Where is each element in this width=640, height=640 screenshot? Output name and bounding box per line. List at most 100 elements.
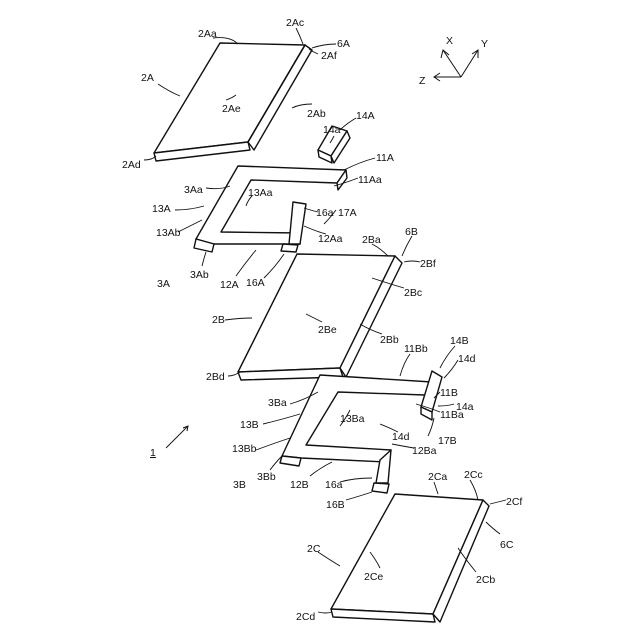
ref-12A: 12A [220, 279, 239, 291]
leader-6C [486, 522, 500, 534]
ref-16B: 16B [326, 499, 345, 511]
leader-2Cc [470, 480, 478, 500]
leader-13B [263, 414, 300, 424]
leader-14B [440, 346, 455, 368]
leader-17B [428, 418, 434, 436]
leader-11A [344, 158, 375, 170]
leader-14d-top [444, 360, 458, 378]
ref-13Bb: 13Bb [232, 443, 257, 455]
plate-2B [238, 254, 402, 380]
busbar-3A-tab-tip [281, 244, 298, 252]
ref-11B: 11B [440, 387, 458, 399]
leader-11Bb [400, 354, 410, 376]
leader-6B [402, 236, 412, 256]
x-axis-line [443, 50, 461, 77]
ref-2Af: 2Af [321, 50, 337, 62]
leader-2Cf [490, 500, 506, 504]
y-axis-label: Y [481, 38, 488, 50]
ref-3Bb: 3Bb [257, 471, 276, 483]
leader-2Ca [434, 482, 438, 494]
ref-12B: 12B [290, 479, 309, 491]
ref-14d-mid: 14d [392, 431, 410, 443]
leader-2Cd [318, 612, 332, 613]
ref-2Ce: 2Ce [364, 571, 383, 583]
ref-11Bb: 11Bb [404, 343, 428, 355]
coordinate-axes: X Y Z [419, 35, 488, 87]
ref-16A: 16A [246, 277, 265, 289]
busbar-3A-inner-tab [289, 202, 306, 244]
leader-13Ab [178, 220, 202, 232]
ref-2Ba: 2Ba [362, 234, 381, 246]
leader-12Ba [392, 444, 414, 448]
ref-13Aa: 13Aa [248, 187, 273, 199]
ref-13B: 13B [240, 419, 259, 431]
ref-2Cd: 2Cd [296, 611, 315, 623]
ref-13A: 13A [152, 203, 171, 215]
ref-2Cf: 2Cf [506, 496, 522, 508]
ref-2Bb: 2Bb [380, 334, 399, 346]
ref-11A: 11A [376, 152, 394, 164]
ref-3Ba: 3Ba [268, 397, 287, 409]
ref-6C: 6C [500, 539, 514, 551]
leader-2B [225, 318, 252, 320]
ref-2B: 2B [212, 314, 225, 326]
ref-2Bf: 2Bf [420, 258, 436, 270]
ref-17B: 17B [438, 435, 457, 447]
leader-2Bf [404, 261, 420, 262]
ref-14A: 14A [356, 110, 375, 122]
ref-2Ac: 2Ac [286, 17, 304, 29]
ref-1: 1 [150, 447, 156, 459]
ref-14d-top: 14d [458, 353, 476, 365]
leader-6A [312, 44, 336, 48]
leader-14a-B [438, 404, 454, 406]
x-axis-label: X [446, 35, 453, 47]
busbar-3B-front-edge [280, 456, 301, 466]
ref-14a-A: 14a [323, 124, 341, 136]
plate-2A [154, 43, 312, 161]
ref-2Aa: 2Aa [198, 28, 217, 40]
ref-2A: 2A [141, 72, 154, 84]
ref-12Ba: 12Ba [412, 445, 437, 457]
ref-13Ba: 13Ba [340, 413, 365, 425]
ref-2Bc: 2Bc [404, 287, 422, 299]
ref-14a-B: 14a [456, 401, 474, 413]
leader-1 [166, 426, 188, 448]
ref-14B: 14B [450, 335, 469, 347]
leader-2A [158, 84, 180, 96]
ref-2Ca: 2Ca [428, 471, 447, 483]
ref-3B: 3B [233, 479, 246, 491]
z-axis-label: Z [419, 75, 426, 87]
ref-17A: 17A [338, 207, 357, 219]
ref-2Ae: 2Ae [222, 103, 241, 115]
ref-2Cc: 2Cc [464, 469, 483, 481]
ref-6A: 6A [337, 38, 350, 50]
leader-12A [236, 250, 256, 276]
ref-2Bd: 2Bd [206, 371, 225, 383]
leader-2C [318, 552, 340, 566]
leader-12B [310, 462, 332, 476]
ref-16a-A: 16a [316, 207, 334, 219]
ref-2Ad: 2Ad [122, 159, 141, 171]
ref-6B: 6B [405, 226, 418, 238]
ref-3A: 3A [157, 278, 170, 290]
ref-2Ab: 2Ab [307, 108, 326, 120]
ref-11Aa: 11Aa [358, 174, 382, 186]
ref-2Be: 2Be [318, 324, 337, 336]
ref-16a-B: 16a [325, 479, 343, 491]
ref-13Ab: 13Ab [156, 227, 181, 239]
leader-16A [264, 254, 284, 278]
leader-16a-B [340, 478, 372, 482]
busbar-3B [280, 371, 442, 493]
y-axis-line [461, 50, 478, 77]
leader-2Ac [296, 28, 303, 44]
busbar-3B-tab-tip [372, 483, 389, 493]
ref-3Aa: 3Aa [184, 184, 203, 196]
leader-16B [346, 492, 372, 500]
leader-13A [175, 206, 204, 210]
leader-3Ab [202, 252, 206, 266]
leader-14A [340, 118, 356, 130]
ref-2C: 2C [307, 543, 321, 555]
ref-2Cb: 2Cb [476, 574, 495, 586]
